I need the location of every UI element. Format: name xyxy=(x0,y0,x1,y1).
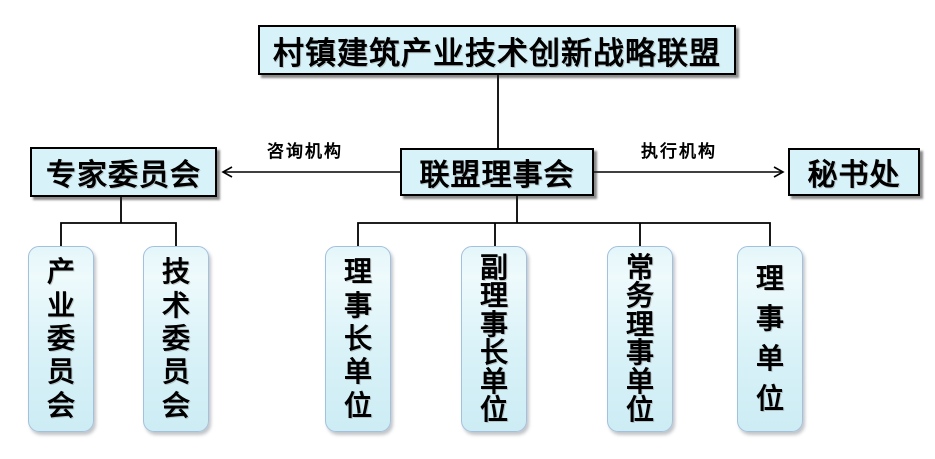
edge-council-splitter xyxy=(357,222,771,246)
node-standing-director-unit: 常务理事单位 xyxy=(607,246,673,432)
advisory-edge-label: 咨询机构 xyxy=(267,142,343,161)
node-chairman-unit: 理事长单位 xyxy=(325,246,391,432)
node-alliance-council: 联盟理事会 xyxy=(400,148,594,196)
executive-edge-label: 执行机构 xyxy=(641,142,717,161)
node-director-unit: 理事单位 xyxy=(737,246,803,432)
node-industry-committee: 产业委员会 xyxy=(28,246,94,432)
node-technology-committee: 技术委员会 xyxy=(143,246,209,432)
edge-expert-splitter xyxy=(60,222,177,246)
node-secretariat: 秘书处 xyxy=(788,148,920,196)
node-alliance-root: 村镇建筑产业技术创新战略联盟 xyxy=(258,25,736,75)
node-expert-committee: 专家委员会 xyxy=(30,147,217,197)
node-vice-chairman-unit: 副理事长单位 xyxy=(461,246,527,432)
